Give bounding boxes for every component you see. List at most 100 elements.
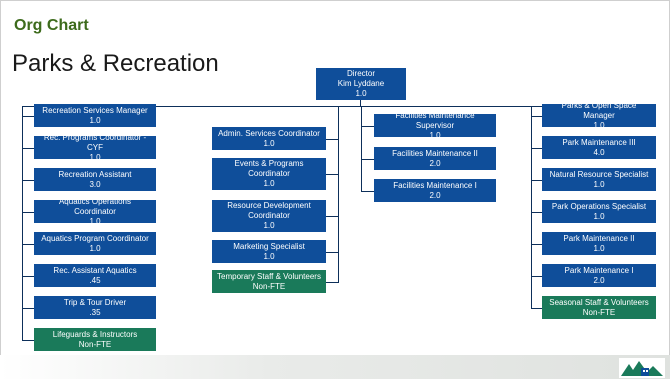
box-label: Rec. Programs Coordinator - CYF	[43, 132, 147, 152]
connector-director-down	[360, 100, 361, 107]
connector-branch	[22, 115, 34, 117]
connector-branch	[531, 179, 542, 181]
connector-branch	[326, 138, 338, 140]
footer-band	[0, 355, 670, 379]
box-fte: .35	[89, 307, 101, 317]
connector-branch	[361, 125, 374, 127]
box-fte: 1.0	[89, 152, 101, 162]
position-box: Trip & Tour Driver.35	[34, 296, 156, 319]
connector-top-bar	[22, 106, 649, 107]
box-fte: Non-FTE	[582, 307, 616, 317]
connector-branch	[531, 211, 542, 213]
box-fte: 1.0	[263, 138, 275, 148]
connector-branch	[361, 190, 374, 192]
box-fte: 1.0	[263, 179, 275, 188]
box-fte: 2.0	[429, 158, 441, 168]
box-fte: 2.0	[429, 190, 441, 200]
connector-branch	[22, 211, 34, 213]
box-fte: Non-FTE	[78, 339, 112, 349]
connector-branch	[531, 243, 542, 245]
box-fte: 1.0	[89, 115, 101, 125]
connector-trunk-parks-open-space	[531, 106, 532, 309]
box-label: Facilities Maintenance I	[393, 180, 477, 190]
box-fte: 4.0	[593, 147, 605, 157]
connector-trunk-facilities-maintenance	[361, 106, 362, 192]
box-label: Aquatics Program Coordinator	[41, 233, 149, 243]
box-label: Events & Programs Coordinator	[234, 159, 304, 178]
box-label: Seasonal Staff & Volunteers	[549, 297, 649, 307]
box-fte: 1.0	[593, 120, 605, 130]
connector-branch	[22, 179, 34, 181]
box-fte: 1.0	[593, 211, 605, 221]
box-fte: 1.0	[263, 251, 275, 261]
box-label: Director Kim Lyddane	[337, 69, 385, 88]
connector-branch	[531, 307, 542, 309]
box-label: Temporary Staff & Volunteers	[217, 271, 321, 281]
box-label: Marketing Specialist	[233, 241, 305, 251]
box-label: Park Maintenance II	[563, 233, 635, 243]
box-label: Natural Resource Specialist	[549, 169, 649, 179]
box-label: Facilities Maintenance Supervisor	[395, 110, 475, 130]
box-label: Facilities Maintenance II	[392, 148, 478, 158]
box-label: Admin. Services Coordinator	[218, 128, 320, 138]
connector-trunk-recreation-services	[22, 106, 23, 341]
connector-branch	[22, 339, 34, 341]
connector-branch	[326, 251, 338, 253]
box-label: Resource Development Coordinator	[227, 201, 311, 220]
box-fte: 1.0	[429, 130, 441, 140]
connector-branch	[531, 115, 542, 117]
connector-branch	[531, 275, 542, 277]
box-fte: 1.0	[593, 243, 605, 253]
connector-branch	[326, 281, 338, 283]
connector-branch	[531, 147, 542, 149]
box-fte: 3.0	[89, 179, 101, 189]
connector-branch	[22, 307, 34, 309]
box-label: Aquatics Operations Coordinator	[58, 196, 132, 216]
box-fte: Non-FTE	[252, 281, 286, 291]
connector-branch	[361, 158, 374, 160]
box-label: Parks & Open Space Manager	[561, 100, 637, 120]
page-title: Parks & Recreation	[12, 50, 219, 77]
box-fte: .45	[89, 275, 101, 285]
box-label: Trip & Tour Driver	[63, 297, 127, 307]
box-label: Park Maintenance III	[562, 137, 636, 147]
box-fte: 1.0	[355, 89, 367, 98]
connector-branch	[326, 174, 338, 175]
box-label: Park Maintenance I	[564, 265, 634, 275]
box-fte: 1.0	[593, 179, 605, 189]
connector-branch	[22, 243, 34, 245]
box-fte: 1.0	[263, 221, 275, 230]
box-label: Recreation Assistant	[58, 169, 132, 179]
box-fte: 1.0	[89, 216, 101, 226]
box-fte: 1.0	[89, 243, 101, 253]
connector-branch	[22, 147, 34, 149]
connector-branch	[22, 275, 34, 277]
header-title: Org Chart	[14, 17, 89, 34]
box-label: Rec. Assistant Aquatics	[53, 265, 137, 275]
box-label: Park Operations Specialist	[551, 201, 647, 211]
connector-trunk-administration	[338, 106, 339, 283]
position-box: Rec. Assistant Aquatics.45	[34, 264, 156, 287]
city-logo-icon	[619, 358, 665, 378]
